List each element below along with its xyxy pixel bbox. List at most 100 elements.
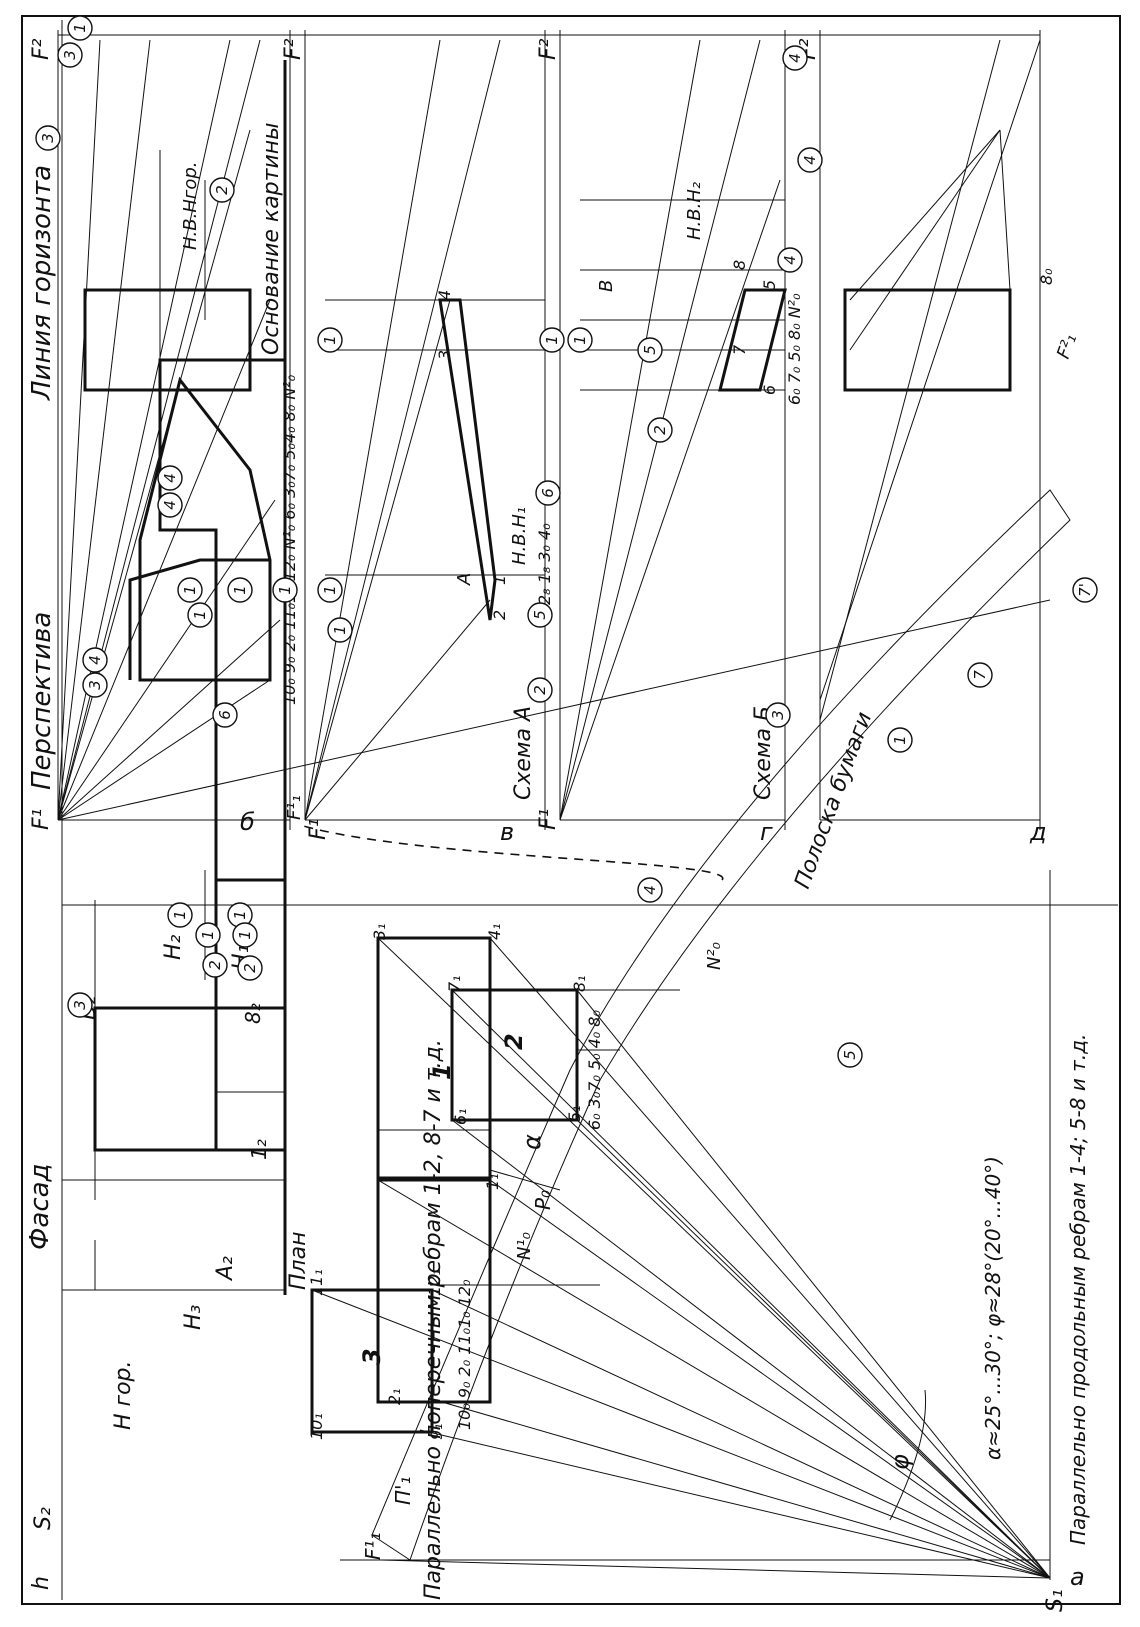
svg-text:4: 4: [161, 473, 179, 483]
point-5-g: 5: [760, 280, 779, 290]
step-marker: 4: [82, 647, 108, 673]
step-marker: 1: [227, 577, 253, 603]
step-marker: 4: [797, 147, 823, 173]
step-marker: 1: [317, 327, 343, 353]
step-marker: 7': [1072, 577, 1098, 603]
label-12-1: 12₁: [425, 1269, 444, 1296]
step-marker: 4: [157, 492, 183, 518]
step-marker: 3: [35, 125, 61, 151]
label-8-1: 8₁: [570, 975, 589, 992]
step-marker: 3: [765, 702, 791, 728]
panel-letter-g: г: [760, 818, 773, 846]
label-4-1: 4₁: [485, 923, 504, 940]
svg-text:3: 3: [71, 1000, 89, 1010]
svg-text:6: 6: [539, 488, 557, 498]
label-h2: H₂: [161, 934, 186, 960]
point-1-v: 1: [490, 575, 509, 585]
svg-text:1: 1: [321, 585, 339, 595]
panel-letter-d: д: [1029, 818, 1047, 846]
svg-text:1: 1: [331, 625, 349, 635]
step-marker: 4: [777, 247, 803, 273]
point-4-v: 4: [435, 290, 454, 300]
label-f1-v: F¹: [306, 819, 331, 840]
plan-block-2: [450, 988, 579, 1122]
facade-tower: [93, 1006, 285, 1152]
transfer-dashed-line: [299, 824, 724, 881]
svg-text:1: 1: [181, 585, 199, 595]
plan-title: План: [286, 1232, 311, 1290]
svg-text:1: 1: [891, 735, 909, 745]
step-marker: 1: [567, 327, 593, 353]
svg-text:5: 5: [531, 610, 549, 620]
step-marker: 2: [202, 952, 228, 978]
point-8-g: 8: [730, 260, 749, 270]
label-f1-1-plan: F¹₁: [361, 1532, 385, 1560]
label-p0: P₀: [531, 1190, 555, 1210]
note-angles: α≈25°...30°; φ≈28°(20°...40°): [981, 1156, 1005, 1460]
label-8-2: 8₂: [241, 1003, 265, 1024]
point-6-g: 6: [760, 385, 779, 395]
svg-text:3: 3: [61, 50, 79, 60]
svg-text:4: 4: [161, 500, 179, 510]
svg-text:1: 1: [191, 610, 209, 620]
label-a2: A₂: [213, 1256, 238, 1282]
svg-text:6: 6: [216, 710, 234, 720]
step-marker: 1: [177, 577, 203, 603]
base-labels-d: 8₀: [1037, 268, 1056, 285]
step-marker: 1: [232, 922, 258, 948]
base-labels-v: 2₈ 1₈ 3₀ 4₀: [535, 523, 554, 605]
step-marker: 1: [167, 902, 193, 928]
plan-block-1: [376, 1178, 492, 1404]
svg-text:1: 1: [199, 930, 217, 940]
panel-letter-v: в: [500, 818, 514, 846]
svg-text:1: 1: [321, 335, 339, 345]
label-phi: φ: [886, 1454, 914, 1470]
strip-labels-right: 6₀ 3₀7₀ 5₀ 4₀ 8₀: [585, 1010, 604, 1130]
plan-block-3: [310, 1288, 434, 1434]
label-f1-b: F¹: [29, 809, 54, 830]
svg-text:7': 7': [1076, 583, 1094, 597]
step-marker: 4: [637, 877, 663, 903]
svg-text:5: 5: [841, 1050, 859, 1060]
label-n2-plan: N²₀: [704, 942, 725, 970]
label-nvh1: Н.В.Н₁: [509, 507, 530, 565]
step-marker: 6: [535, 480, 561, 506]
label-s1: S₁: [1043, 1589, 1068, 1612]
persp-scheme-b-box: [718, 288, 787, 392]
step-marker: 5: [837, 1042, 863, 1068]
point-3-v: 3: [435, 350, 454, 360]
label-6-1: 6₁: [451, 1108, 470, 1125]
persp-tower: [83, 288, 252, 392]
panel-letter-a: а: [1070, 1563, 1085, 1591]
label-f2-b: F²: [29, 38, 54, 60]
scheme-a-title: Схема А: [511, 706, 536, 800]
svg-text:4: 4: [801, 155, 819, 165]
point-2-v: 2: [490, 610, 509, 620]
label-f1-1-persp: F¹₁: [284, 795, 305, 820]
perspective-panel-d: [819, 30, 1041, 830]
circled-markers: 5562177'71626134342452111446251111116434…: [35, 15, 1098, 1068]
paper-strip: [371, 489, 1071, 1561]
plan-view: [299, 489, 1071, 1580]
label-11-1: 11₁: [307, 1269, 326, 1296]
step-marker: 3: [82, 672, 108, 698]
persp-final-tower: [843, 288, 1012, 392]
point-7-g: 7: [730, 344, 749, 355]
step-marker: 2: [647, 417, 673, 443]
label-nvh-gor: Н.В.Нгор.: [180, 162, 201, 250]
svg-text:1: 1: [231, 910, 249, 920]
svg-text:2: 2: [206, 960, 224, 970]
perspective-title: Перспектива: [27, 612, 57, 790]
label-h: h: [29, 1576, 54, 1590]
step-marker: 1: [187, 602, 213, 628]
step-marker: 1: [67, 15, 93, 41]
step-marker: 3: [67, 992, 93, 1018]
svg-text:4: 4: [641, 885, 659, 895]
zone-3: 3: [358, 1348, 386, 1365]
step-marker: 2: [237, 955, 263, 981]
label-1-1: 1₁: [483, 1173, 502, 1190]
horizon-line-title: Линия горизонта: [27, 165, 57, 401]
svg-text:7: 7: [971, 670, 989, 680]
svg-text:1: 1: [571, 335, 589, 345]
